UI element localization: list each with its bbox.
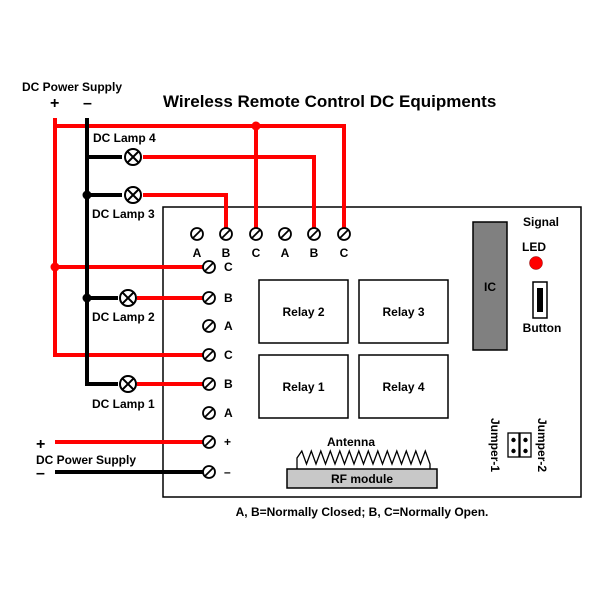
bottom-power-label: DC Power Supply xyxy=(36,453,136,467)
jumper-pin-icon xyxy=(511,437,516,443)
button-knob xyxy=(537,288,543,312)
top-terminal-label: A xyxy=(281,246,290,260)
left-terminal-screw-icon xyxy=(202,465,216,479)
top-terminal-label: B xyxy=(222,246,231,260)
relay-2-label: Relay 2 xyxy=(282,305,324,319)
antenna-coil-icon xyxy=(296,449,431,469)
relay-1-box xyxy=(258,354,349,419)
relay-2-box xyxy=(258,279,349,344)
left-terminal-screw-icon xyxy=(202,260,216,274)
jumper-1-label: Jumper-1 xyxy=(488,418,502,472)
left-terminal-screw-icon xyxy=(202,435,216,449)
bottom-power-plus: + xyxy=(36,436,45,453)
left-terminal-screw-icon xyxy=(202,406,216,420)
left-terminal-label: + xyxy=(224,435,231,449)
jumper-pin-icon xyxy=(511,448,516,454)
negative-wires xyxy=(55,118,208,474)
ic-label: IC xyxy=(484,280,496,294)
top-terminal-screw-icon xyxy=(249,227,263,241)
top-terminal-label: B xyxy=(310,246,319,260)
left-terminal-label: A xyxy=(224,319,233,333)
lamp-2-label: DC Lamp 2 xyxy=(92,310,155,324)
top-power-label: DC Power Supply xyxy=(22,80,122,94)
positive-wires xyxy=(53,118,346,444)
led-icon xyxy=(529,256,543,270)
junction-dot xyxy=(82,190,92,200)
left-terminal-label: B xyxy=(224,291,233,305)
lamp-1-label: DC Lamp 1 xyxy=(92,397,155,411)
left-terminal-label: – xyxy=(224,465,231,479)
lamp-1 xyxy=(119,375,137,393)
jumper-pin-icon xyxy=(523,448,528,454)
bottom-power-minus: – xyxy=(36,465,45,482)
left-terminal-label: A xyxy=(224,406,233,420)
antenna-label: Antenna xyxy=(327,435,375,449)
top-terminal-screw-icon xyxy=(337,227,351,241)
jumper-2-label: Jumper-2 xyxy=(535,418,549,472)
jumper-2-block xyxy=(519,432,532,458)
top-power-minus: – xyxy=(83,95,92,112)
signal-label: Signal xyxy=(523,215,559,229)
jumper-pin-icon xyxy=(523,437,528,443)
relay-3-label: Relay 3 xyxy=(382,305,424,319)
top-terminal-label: A xyxy=(193,246,202,260)
left-terminal-screw-icon xyxy=(202,319,216,333)
junction-dot xyxy=(82,293,92,303)
rf-module-box xyxy=(286,468,438,489)
jumper-1-block xyxy=(507,432,520,458)
lamp-3-label: DC Lamp 3 xyxy=(92,207,155,221)
relay-1-label: Relay 1 xyxy=(282,380,324,394)
led-label: LED xyxy=(522,240,546,254)
top-terminal-label: C xyxy=(340,246,349,260)
junction-dot xyxy=(251,121,261,131)
contact-note: A, B=Normally Closed; B, C=Normally Open… xyxy=(236,505,489,519)
junction-dot xyxy=(50,262,60,272)
left-terminal-screw-icon xyxy=(202,348,216,362)
top-power-plus: + xyxy=(50,95,59,112)
top-terminal-screw-icon xyxy=(190,227,204,241)
left-terminal-screw-icon xyxy=(202,291,216,305)
relay-4-box xyxy=(358,354,449,419)
diagram-title: Wireless Remote Control DC Equipments xyxy=(163,92,496,111)
lamp-4-label: DC Lamp 4 xyxy=(93,131,156,145)
relay-3-box xyxy=(358,279,449,344)
left-terminal-label: C xyxy=(224,260,233,274)
left-terminal-label: C xyxy=(224,348,233,362)
lamp-2 xyxy=(119,289,137,307)
lamp-3 xyxy=(124,186,142,204)
left-terminal-screw-icon xyxy=(202,377,216,391)
relay-4-label: Relay 4 xyxy=(382,380,424,394)
top-terminal-screw-icon xyxy=(307,227,321,241)
top-terminal-screw-icon xyxy=(219,227,233,241)
lamp-4 xyxy=(124,148,142,166)
rf-module-label: RF module xyxy=(331,472,393,486)
jumpers xyxy=(507,432,532,458)
ic-chip xyxy=(472,221,508,351)
left-terminal-label: B xyxy=(224,377,233,391)
top-terminal-screw-icon xyxy=(278,227,292,241)
button-label: Button xyxy=(523,321,562,335)
top-terminal-label: C xyxy=(252,246,261,260)
